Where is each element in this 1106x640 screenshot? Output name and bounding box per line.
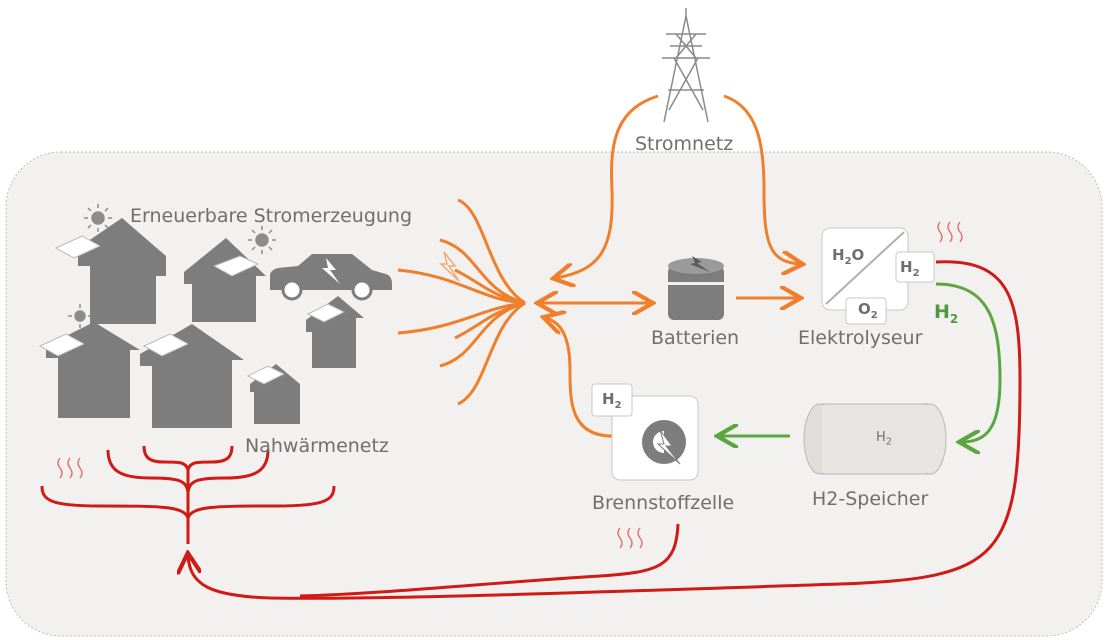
district-heating-network [40, 445, 336, 544]
fuel-cell-icon [591, 383, 699, 481]
electrolyzer-label: Elektrolyseur [798, 327, 923, 349]
electrolyzer-icon [821, 227, 935, 325]
electrolyzer-h2-formula: H2 [900, 258, 920, 279]
district-heating-label: Nahwärmenetz [245, 435, 389, 457]
sun-icon [68, 204, 276, 328]
grid-to-hub-arrow [556, 94, 659, 278]
h2o-formula: H2O [832, 246, 865, 267]
electrolyzer-heat-arrow [188, 260, 1022, 600]
solar-panel-icon [38, 235, 346, 385]
fuelcell-h2-formula: H2 [602, 390, 622, 411]
batteries-label: Batterien [651, 327, 740, 349]
pylon-icon [662, 8, 710, 123]
renewables-label: Erneuerbare Stromerzeugung [130, 205, 413, 227]
h2-tank-icon [803, 403, 947, 475]
o2-formula: O2 [858, 300, 878, 321]
heat-waves-icon [57, 221, 963, 549]
car-icon [270, 254, 392, 301]
tank-h2-formula: H2 [876, 430, 893, 448]
fuel-cell-label: Brennstoffzelle [592, 492, 735, 514]
h2-storage-label: H2-Speicher [812, 488, 929, 510]
h2-to-storage-arrow [935, 282, 1002, 442]
battery-icon [668, 256, 724, 320]
fuelcell-heat-arrow [299, 523, 680, 598]
hydrogen-flow-label: H2 [934, 301, 959, 326]
grid-label: Stromnetz [635, 133, 734, 155]
fuelcell-to-hub-arrow [546, 318, 613, 438]
renewables-fan-lines [397, 198, 526, 406]
lightning-icon [439, 251, 460, 282]
grid-to-electrolyzer-arrow [723, 94, 800, 264]
